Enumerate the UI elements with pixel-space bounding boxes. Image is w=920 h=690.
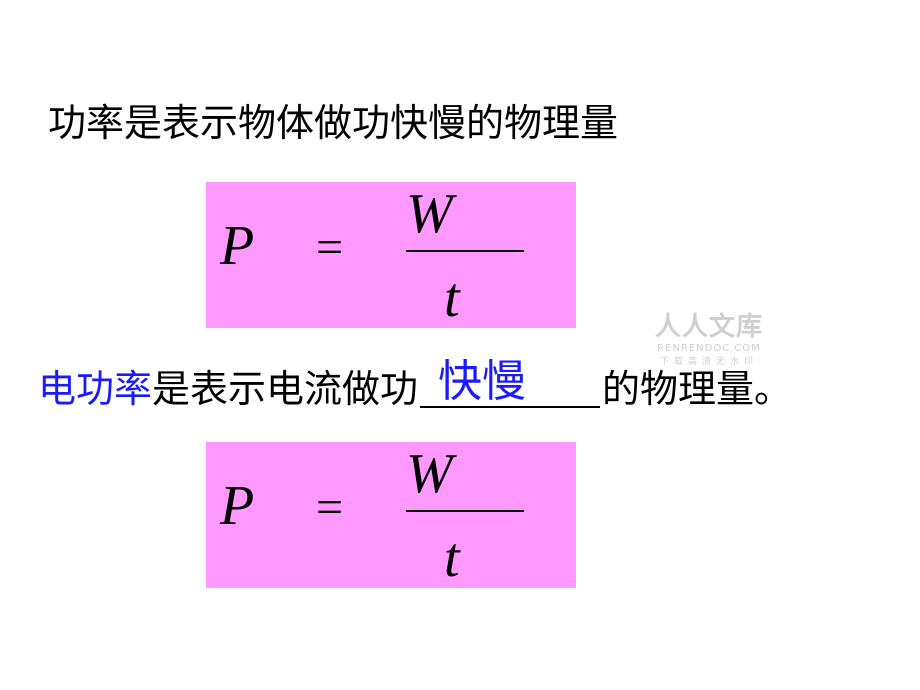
formula-work-numerator: W [406, 443, 453, 505]
electric-power-term: 电功率 [38, 367, 153, 411]
formula-power-symbol: P [220, 475, 255, 537]
statement-middle-text: 是表示电流做功 [152, 367, 419, 411]
formula-power-symbol: P [220, 215, 255, 277]
statement-power-definition: 功率是表示物体做功快慢的物理量 [48, 104, 618, 142]
watermark-domain: RENRENDOC.COM [657, 343, 761, 354]
formula-equals-sign: = [316, 481, 344, 534]
fill-in-blank: 快慢 [420, 360, 601, 408]
watermark-brand: 人人文库 [654, 312, 763, 342]
site-watermark: 人人文库 RENRENDOC.COM 下载高清无水印 [645, 314, 773, 367]
formula-time-denominator: t [444, 527, 460, 589]
statement-electric-power: 电功率是表示电流做功快慢的物理量。 [38, 360, 793, 411]
blank-answer: 快慢 [438, 356, 527, 407]
formula-work-numerator: W [406, 183, 453, 245]
statement-end-text: 的物理量。 [602, 367, 793, 411]
statement-power-text: 功率是表示物体做功快慢的物理量 [48, 101, 619, 145]
formula-equals-sign: = [316, 221, 344, 274]
electric-power-formula-box: P = W t [206, 442, 576, 588]
power-formula-box: P = W t [206, 182, 576, 328]
formula-fraction-bar [406, 250, 524, 252]
watermark-slogan: 下载高清无水印 [659, 357, 758, 367]
formula-time-denominator: t [444, 267, 460, 329]
formula-fraction-bar [406, 510, 524, 512]
